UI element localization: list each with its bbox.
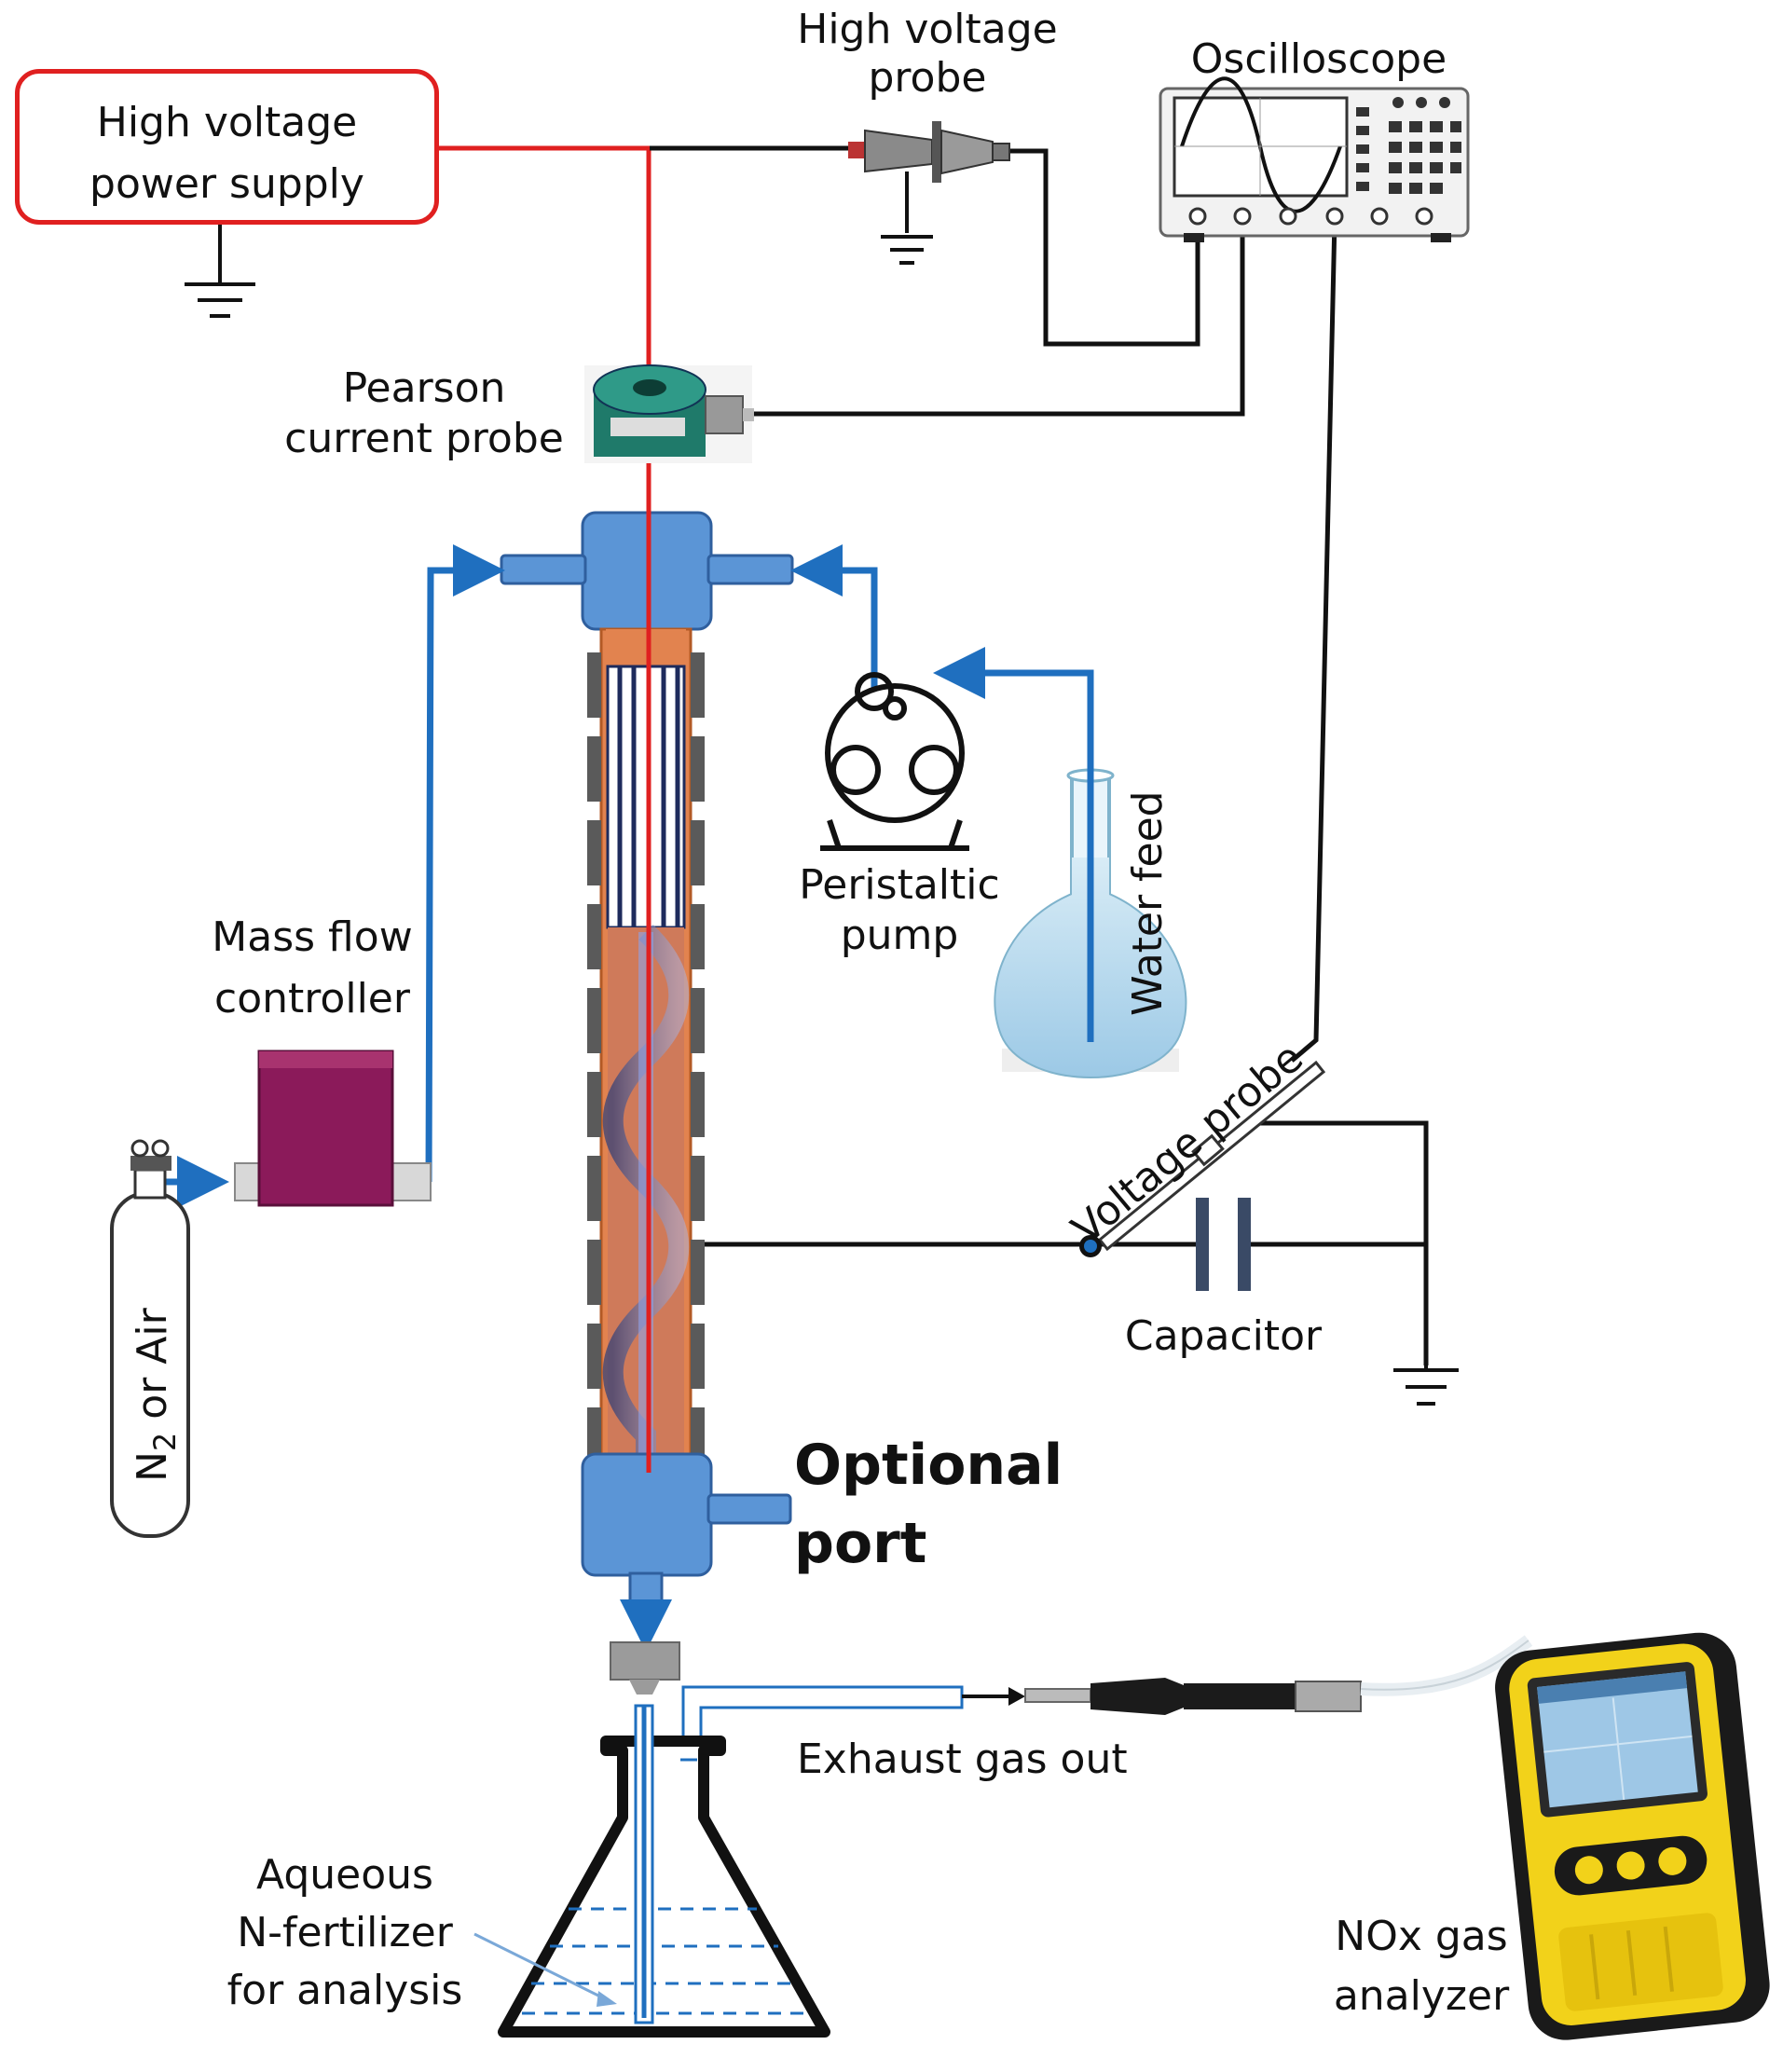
- pump-label-line1: Peristaltic: [799, 861, 1000, 909]
- aqueous-label-line3: for analysis: [226, 1967, 463, 2014]
- t-connector: [610, 1641, 680, 1695]
- power-supply-label-line2: power supply: [89, 160, 364, 208]
- gas-cylinder: [110, 1139, 190, 1538]
- capacitor: [1196, 1198, 1251, 1291]
- signal-wires: [650, 145, 1429, 1365]
- pump-label-line2: pump: [840, 912, 959, 959]
- gas-cylinder-label: N2 or Air: [128, 1308, 190, 1482]
- nox-gas-analyzer: [1495, 1632, 1770, 2040]
- oscilloscope: [1159, 76, 1470, 242]
- optional-port-label-line1: Optional: [794, 1433, 1063, 1498]
- voltage-probe: [1079, 1060, 1326, 1257]
- gas-cylinder-label-rest: or Air: [129, 1308, 176, 1433]
- ground-symbol-power-supply: [185, 222, 255, 318]
- mass-flow-label-line2: controller: [214, 975, 410, 1022]
- collection-flask: [473, 1704, 830, 2038]
- capacitor-label: Capacitor: [1124, 1312, 1323, 1360]
- nox-analyzer-label-line1: NOx gas: [1335, 1913, 1508, 1960]
- pearson-probe-label-line2: current probe: [284, 415, 564, 462]
- mass-flow-label-line1: Mass flow: [212, 913, 413, 961]
- nox-analyzer-label-line2: analyzer: [1333, 1972, 1510, 2020]
- hv-probe-label-line1: High voltage: [797, 6, 1058, 53]
- hv-probe-label-line2: probe: [868, 54, 987, 102]
- oscilloscope-label: Oscilloscope: [1190, 35, 1447, 83]
- exhaust-line: [962, 1635, 1533, 1715]
- water-feed-label: Water feed: [1124, 790, 1172, 1016]
- power-supply-box: [15, 69, 439, 225]
- aqueous-label-line1: Aqueous: [256, 1851, 433, 1899]
- pearson-probe-label-line1: Pearson: [342, 364, 506, 412]
- peristaltic-pump: [820, 672, 969, 851]
- gas-cylinder-label-n: N: [129, 1451, 176, 1482]
- mass-flow-controller: [234, 1050, 432, 1207]
- pearson-current-probe: [584, 364, 754, 463]
- aqueous-label-line2: N-fertilizer: [237, 1909, 453, 1956]
- gas-cylinder-label-subscript: 2: [146, 1432, 183, 1452]
- high-voltage-probe: [848, 121, 1010, 265]
- power-supply-label-line1: High voltage: [96, 99, 358, 146]
- exhaust-label: Exhaust gas out: [797, 1736, 1128, 1783]
- optional-port-label-line2: port: [794, 1511, 927, 1576]
- ground-symbol-capacitor: [1393, 1365, 1459, 1406]
